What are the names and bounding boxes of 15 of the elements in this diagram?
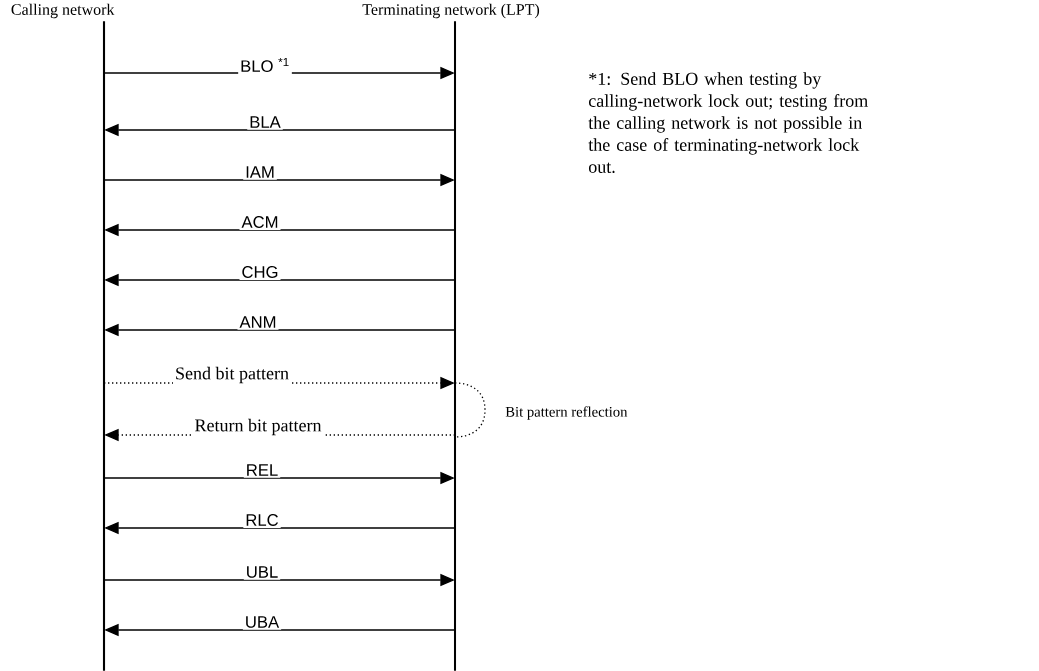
edge-label: IAM — [243, 164, 277, 180]
edge-label: ANM — [237, 314, 279, 330]
annotation-text: Bit pattern reflection — [505, 406, 628, 420]
footnote-text: *1: Send BLO when testing by calling-network lock out; testing from the calling network is not possible in the case of terminating-network lock out. — [588, 72, 868, 173]
edge-label: CHG — [239, 264, 281, 280]
edge-label: UBA — [242, 614, 282, 630]
edge-label: ACM — [239, 214, 281, 230]
lifeline: Calling network — [11, 3, 115, 671]
edge-label: BLO $^{*1}$ — [238, 56, 292, 74]
edge-label: BLA — [247, 114, 283, 130]
edge-label: Send bit pattern — [173, 364, 291, 386]
edge-label: RLC — [243, 512, 281, 528]
edge-label: UBL — [243, 564, 281, 580]
edge-label: REL — [243, 462, 281, 478]
edge-label: Return bit pattern — [192, 416, 324, 438]
